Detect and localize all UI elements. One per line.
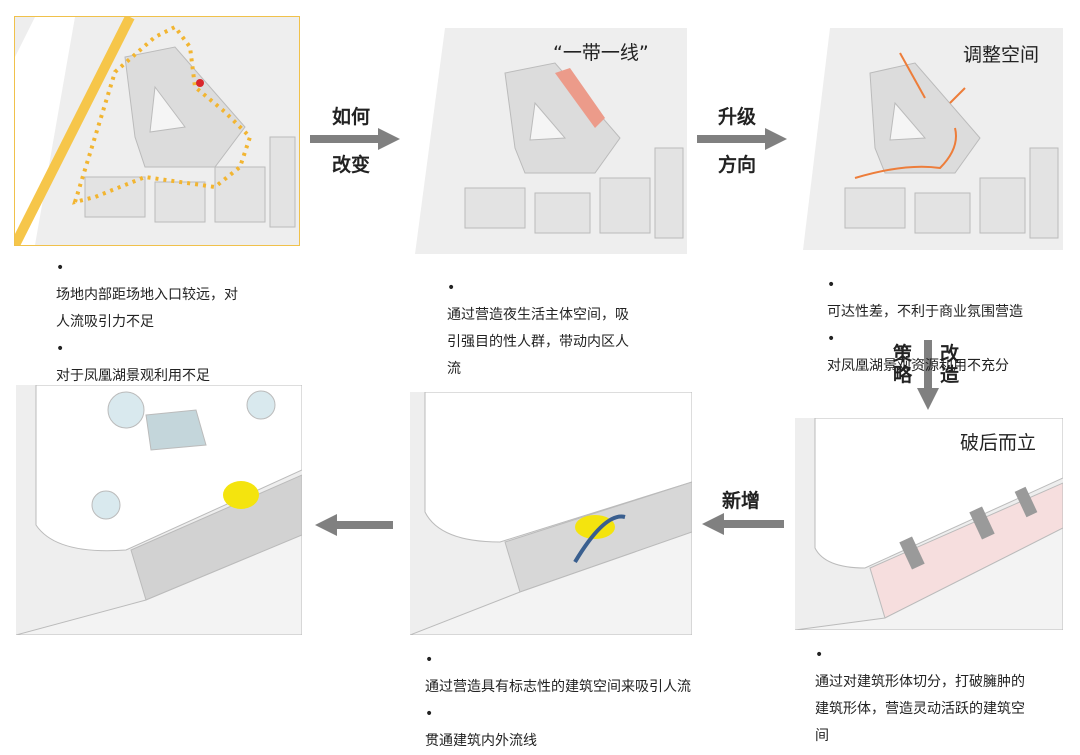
bullets-panel-2: • 通过营造夜生活主体空间，吸 引强目的性人群，带动内区人 流 xyxy=(447,280,629,377)
site-plan-panel-1 xyxy=(14,16,300,246)
arrow-label-2b: 方向 xyxy=(718,154,757,176)
arrow-label-3a: 策 略 xyxy=(893,343,913,386)
section-6-drawing xyxy=(16,385,302,635)
main-road xyxy=(15,17,135,245)
panel-4-label: 破后而立 xyxy=(960,432,1037,454)
site-plan-1-drawing xyxy=(15,17,296,245)
entrance-marker xyxy=(196,79,204,87)
bullets-panel-1: • 场地内部距场地入口较远，对 人流吸引力不足 • 对于凤凰湖景观利用不足 xyxy=(56,260,238,384)
section-5-drawing xyxy=(410,392,692,635)
bullets-panel-5: • 通过营造具有标志性的建筑空间来吸引人流 • 贯通建筑内外流线 xyxy=(425,652,691,749)
arrow-label-3b: 改 造 xyxy=(940,343,960,386)
flow-arrows xyxy=(854,52,966,179)
site-plan-panel-2: “一带一线” xyxy=(405,28,687,254)
site-plan-2-drawing xyxy=(405,28,684,254)
circulation-line-blue xyxy=(573,514,626,564)
panel-3-label: 调整空间 xyxy=(963,44,1040,66)
arrow-left-1 xyxy=(702,513,784,535)
one-belt-strip xyxy=(555,68,605,128)
arrow-right-2 xyxy=(697,128,787,150)
arrow-down xyxy=(917,340,939,410)
section-panel-4: 破后而立 xyxy=(795,418,1063,630)
site-plan-panel-3: 调整空间 xyxy=(795,28,1063,250)
section-panel-5 xyxy=(410,392,692,635)
panel-2-label: “一带一线” xyxy=(553,42,649,64)
landmark-yellow xyxy=(575,515,615,539)
arrow-label-1a: 如何 xyxy=(332,106,371,128)
landmark-yellow-2 xyxy=(223,481,259,509)
site-plan-3-drawing xyxy=(795,28,1059,250)
bullets-panel-4: • 通过对建筑形体切分，打破臃肿的 建筑形体，营造灵动活跃的建筑空 间 xyxy=(815,647,1025,744)
arrow-label-4: 新增 xyxy=(722,490,761,512)
arrow-left-2 xyxy=(315,514,393,536)
arrow-right-1 xyxy=(310,128,400,150)
section-4-drawing xyxy=(795,418,1063,630)
bullets-panel-3: • 可达性差，不利于商业氛围营造 • 对凤凰湖景观资源利用不充分 xyxy=(827,277,1023,374)
arrow-label-2a: 升级 xyxy=(718,106,757,128)
arrow-label-1b: 改变 xyxy=(332,154,371,176)
section-panel-6 xyxy=(16,385,302,635)
